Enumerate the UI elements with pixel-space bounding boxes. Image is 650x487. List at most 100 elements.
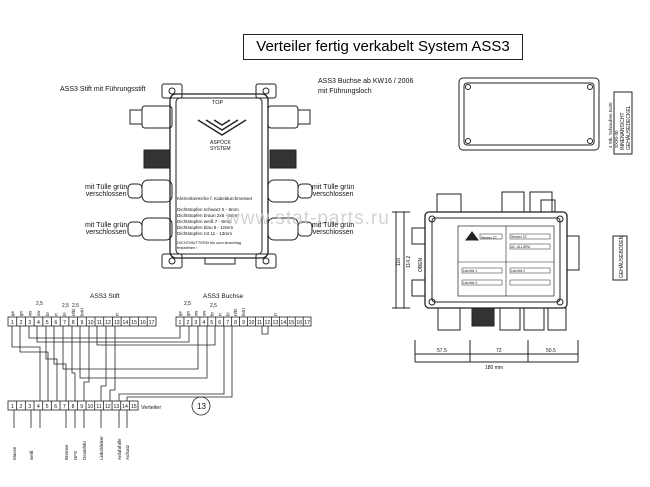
stift-pin-number: 9 (81, 320, 84, 326)
dim-total: 180 mm (485, 365, 503, 371)
clamp-row-5: Dichtstopfen rot 11 - 13mm (177, 231, 232, 236)
schrauben-line-1: 4 Stk. Schrauben 5x30 (608, 102, 613, 148)
tuelle-text: mit Tülle grün (85, 222, 128, 229)
tuelle-text: verschlossen (85, 229, 127, 236)
stift-pin-number: 15 (131, 320, 137, 326)
tuelle-text: verschlossen (312, 229, 354, 236)
tuelle-left-upper: mit Tülle grün verschlossen (85, 184, 127, 198)
left-glands (127, 105, 173, 241)
buchse-pin-number: 14 (280, 320, 286, 326)
function-label-2: weiß (29, 450, 34, 460)
verteiler-pin-number: 14 (122, 404, 128, 410)
buchse-wire-color: gn (186, 311, 191, 316)
buchse-pin-number: 11 (257, 320, 262, 326)
stift-pin-number: 5 (46, 320, 49, 326)
left-distributor (127, 83, 313, 269)
gehaeuseboden-label: GEHÄUSEBODEN (618, 235, 625, 278)
function-label-4: NFS (73, 451, 78, 460)
buchse-pin-number: 13 (272, 320, 278, 326)
fuehrungsloch-label: mit Führungsloch (318, 88, 372, 95)
stift-pin-number: 16 (140, 320, 146, 326)
verteiler-pin-number: 7 (63, 404, 66, 410)
buchse-pin-number: 6 (218, 320, 221, 326)
dim-height-inner: 114.2 (406, 256, 412, 268)
wire-size-2: 2,5 (62, 303, 69, 309)
buchse-wire-color: sw (201, 310, 206, 316)
panel-text-6: Leuchte 3 (463, 281, 477, 285)
dim-height-outer: 116 (396, 258, 402, 266)
buchse-pin-number: 8 (234, 320, 237, 326)
buchse-pin-number: 15 (288, 320, 294, 326)
note-line-1: DICHTMUTTERN bis zum Anschlag (177, 240, 241, 245)
verteiler-pin-number: 4 (37, 404, 40, 410)
buchse-pin-number: 10 (249, 320, 255, 326)
buchse-title: ASS3 Buchse (203, 293, 243, 300)
stift-pin-number: 14 (123, 320, 129, 326)
stift-pin-number: 10 (88, 320, 94, 326)
stift-wire-color: rt (53, 313, 58, 316)
wire-size-1: 2,5 (36, 301, 43, 307)
tuelle-text: verschlossen (85, 191, 127, 198)
stift-pin-number: 17 (149, 320, 155, 326)
stift-title: ASS3 Stift (90, 293, 120, 300)
stift-wire-color: bl (62, 313, 67, 316)
buchse-wire-color: rt (217, 313, 222, 316)
verteiler-pin-number: 12 (105, 404, 111, 410)
schrauben-line-2: SX30-30 (614, 130, 619, 148)
note-line-2: festziehen ! (177, 245, 197, 250)
buchse-wire-color: br (209, 312, 214, 316)
stift-pin-number: 8 (72, 320, 75, 326)
verteiler-pin-number: 11 (96, 404, 101, 410)
verteiler-pin-number: 15 (131, 404, 137, 410)
verteiler-pin-number: 1 (11, 404, 14, 410)
dim-bottom-3: 50.5 (546, 348, 556, 354)
drawing-title: Verteiler fertig verkabelt System ASS3 (243, 34, 523, 60)
verteiler-pin-number: 13 (113, 404, 119, 410)
logo-text-1: ASPÖCK (210, 139, 232, 146)
panel-text-5: Leuchte 2 (511, 269, 525, 273)
function-label-5: Desinfekt (82, 440, 87, 460)
buchse-wire-color: rt (273, 313, 278, 316)
tuelle-text: mit Tülle grün (312, 184, 355, 191)
buchse-pin-number: 4 (202, 320, 205, 326)
function-label-1: Masse (12, 446, 17, 460)
wire-size-3: 2,5 (72, 303, 79, 309)
stift-pin-number: 2 (20, 320, 23, 326)
verteiler-pin-number: 9 (80, 404, 83, 410)
panel-text-4: Leuchte 1 (463, 269, 477, 273)
logo-text-2: SYSTEM (210, 146, 231, 152)
verteiler-pin-number: 6 (54, 404, 57, 410)
dim-bottom-1: 57.5 (437, 348, 447, 354)
housing-lid-view (458, 77, 633, 155)
buchse-pin-number: 5 (210, 320, 213, 326)
verteiler-pin-number: 8 (72, 404, 75, 410)
tuelle-text: mit Tülle grün (312, 222, 355, 229)
tuelle-right-lower: mit Tülle grün verschlossen (312, 222, 354, 236)
function-label-7: Anfahrhilfe (117, 438, 122, 460)
dim-bottom-2: 72 (496, 348, 502, 354)
wire-size-5: 2,5 (210, 303, 217, 309)
buchse-wire-color: rt/bl (233, 309, 238, 316)
function-label-8: Aufsatz (125, 444, 130, 460)
housing-base-view (392, 191, 628, 363)
buchse-pin-number: 3 (194, 320, 197, 326)
buchse-wire-color: ws (193, 310, 198, 316)
stift-wire-color: ws (27, 310, 32, 316)
wiring-diagram (7, 316, 312, 428)
buchse-wire-color: ge (178, 311, 183, 316)
stift-wire-color: ge (10, 311, 15, 316)
buchse-pin-number: 17 (304, 320, 310, 326)
verteiler-pin-number: 10 (87, 404, 93, 410)
stift-pin-number: 7 (63, 320, 66, 326)
buchse-pin-number: 7 (226, 320, 229, 326)
stift-wire-color: rt/bl (71, 309, 76, 316)
function-label-3: Bremse (64, 444, 69, 460)
stift-pin-number: 13 (114, 320, 120, 326)
panel-text-2: Stecker ZC (511, 235, 528, 239)
gehaeusedeckel-label: GEHÄUSEDECKEL (625, 105, 632, 150)
stift-pin-number: 11 (97, 320, 102, 326)
buchse-pin-number: 16 (296, 320, 302, 326)
clamp-row-3: Dichtstopfen weiß 7 - 8mm (177, 219, 232, 224)
function-label-6: Linksblinker (99, 436, 104, 460)
clamp-row-4: Dichtstopfen blau 9 - 10mm (177, 225, 233, 230)
